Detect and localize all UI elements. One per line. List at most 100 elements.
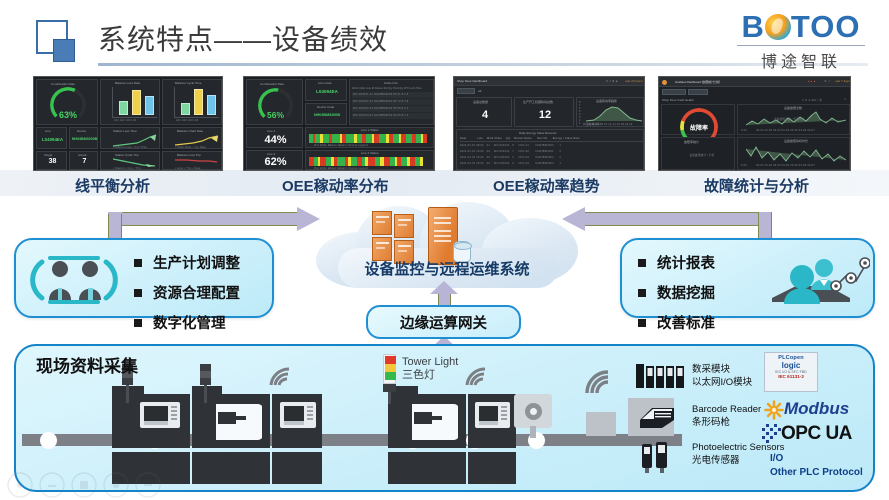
oee-status-strip bbox=[309, 157, 432, 166]
machine-spindle-icon bbox=[412, 404, 458, 440]
watermark-icons bbox=[7, 472, 161, 498]
barcode-reader-icon bbox=[640, 408, 674, 428]
tile-value: 7 bbox=[82, 158, 87, 165]
vision-camera-icon bbox=[514, 394, 552, 428]
machine-base bbox=[208, 452, 270, 484]
table-title: Daily Energy Class Records bbox=[519, 131, 557, 135]
caption-band bbox=[0, 170, 889, 196]
code-value: L04094EA bbox=[316, 89, 338, 94]
brand-logo: B TOO 博途智联 bbox=[731, 10, 871, 72]
opcua-label: OPC UA bbox=[781, 423, 852, 444]
left-label: 故障率统计 bbox=[684, 140, 700, 144]
plcopen-logo: PLCopen logic IEC I/O & SFC FBD IEC 6113… bbox=[764, 352, 818, 392]
edge-gateway-label: 边缘运算网关 bbox=[400, 315, 487, 332]
modbus-star-icon bbox=[764, 400, 784, 420]
bullet-square-icon bbox=[134, 318, 142, 327]
edge-gateway-box[interactable]: 边缘运算网关 bbox=[366, 305, 521, 339]
bullet-square-icon bbox=[638, 258, 646, 267]
dashboard-thumb-oee-trend[interactable]: Shop Floor Dashboard ⟳ ⤢ ⚙ ⬈ Last 24 hou… bbox=[453, 76, 645, 171]
hmi-screen bbox=[140, 402, 180, 428]
gauge-value-2: 56% bbox=[266, 110, 284, 121]
dashboard-caption-2: OEE稼动率分布 bbox=[282, 178, 389, 195]
page-title: 系统特点——设备绩效 bbox=[98, 24, 389, 55]
brand-chinese-name: 博途智联 bbox=[760, 54, 841, 71]
list-item: 生产计划调整 bbox=[134, 252, 240, 273]
conveyor-roller bbox=[40, 432, 57, 449]
panel-title: Shop Floor Fault Health bbox=[662, 98, 694, 102]
io-module-icon bbox=[636, 364, 684, 388]
factory-floor-panel: Tower Light 三色灯 bbox=[14, 344, 875, 492]
brand-letters-too: TOO bbox=[790, 9, 861, 44]
tower-light-icon bbox=[122, 364, 133, 403]
kpi-value: 12 bbox=[538, 109, 552, 121]
wifi-icon bbox=[269, 367, 290, 386]
kpi-value: 4 bbox=[481, 109, 489, 121]
right-callout-box[interactable]: 统计报表 数据挖掘 改善标准 bbox=[620, 238, 875, 332]
left-callout-box[interactable]: 生产计划调整 资源合理配置 数字化管理 bbox=[14, 238, 274, 332]
server-rack-icon bbox=[372, 211, 418, 265]
photoelectric-sensor-icon bbox=[642, 442, 667, 473]
oee-row-value: 44% bbox=[264, 134, 287, 146]
square-overlap-logo-icon bbox=[36, 20, 76, 64]
machine-base bbox=[404, 452, 466, 484]
kpi-label: 生产开工机器稼动总数 bbox=[523, 100, 554, 104]
opcua-pixel-icon bbox=[762, 424, 781, 443]
legend-label: 数采模块以太网I/O模块 bbox=[692, 364, 753, 388]
bullet-square-icon bbox=[134, 258, 142, 267]
bullet-square-icon bbox=[638, 288, 646, 297]
code-value: NH03BM3200B bbox=[313, 113, 341, 117]
people-chart-icon bbox=[772, 257, 870, 304]
tower-light-icon bbox=[200, 364, 211, 403]
machine-base bbox=[468, 452, 516, 484]
chart-title: 设备故障次数 bbox=[784, 106, 803, 110]
trend-title: 设备稼动率趋势 bbox=[596, 99, 618, 103]
dashboard-thumb-line-balance[interactable]: Combination Rate 63% Balance Loss Rate L… bbox=[33, 76, 223, 171]
tower-light-icon bbox=[383, 354, 396, 404]
right-callout-bullets: 统计报表 数据挖掘 改善标准 bbox=[638, 252, 715, 342]
window-title: Shop Floor Dashboard bbox=[457, 79, 488, 83]
tower-light-label: Tower Light 三色灯 bbox=[402, 356, 459, 381]
other-protocol-label: I/O Other PLC Protocol bbox=[770, 453, 863, 478]
machine-spindle-icon bbox=[216, 404, 262, 440]
bullet-square-icon bbox=[134, 288, 142, 297]
dashboard-caption-4: 故障统计与分析 bbox=[704, 178, 810, 195]
machine-base bbox=[128, 452, 190, 484]
flame-swirl-icon bbox=[765, 14, 791, 40]
cloud-system-label: 设备监控与远程运维系统 bbox=[364, 261, 530, 278]
camera-post bbox=[530, 426, 536, 438]
wifi-icon bbox=[585, 370, 609, 394]
bullet-square-icon bbox=[638, 318, 646, 327]
tile-value: NH03BM3200B bbox=[71, 137, 98, 141]
package-box bbox=[586, 412, 616, 436]
left-callout-bullets: 生产计划调整 资源合理配置 数字化管理 bbox=[134, 252, 240, 342]
gauge-value-1: 63% bbox=[58, 110, 77, 121]
two-people-cycle-icon bbox=[30, 256, 118, 304]
gauge-value-4: 故障率 bbox=[689, 126, 708, 132]
server-tower-database-icon bbox=[428, 207, 472, 269]
oee-row-value: 62% bbox=[264, 156, 287, 168]
factory-section-title: 现场资料采集 bbox=[36, 357, 138, 376]
tile-value: 38 bbox=[48, 158, 57, 165]
window-title: Grafana Dashboard 故障统计分析 bbox=[675, 79, 721, 84]
list-item: 统计报表 bbox=[638, 252, 715, 273]
hmi-screen bbox=[280, 402, 316, 428]
header-divider bbox=[98, 63, 868, 66]
dashboard-caption-1: 线平衡分析 bbox=[75, 178, 151, 195]
modbus-label: Modbus bbox=[784, 399, 850, 418]
dashboard-thumb-fault-analysis[interactable]: Grafana Dashboard 故障统计分析 ● ● ▲ ⚙ ⤢ Last … bbox=[658, 76, 851, 171]
hmi-screen bbox=[475, 402, 510, 428]
kpi-label: 设备总数量 bbox=[473, 100, 489, 104]
list-item: 数据挖掘 bbox=[638, 282, 715, 303]
list-item: 改善标准 bbox=[638, 312, 715, 333]
dashboard-caption-3: OEE稼动率趋势 bbox=[493, 178, 600, 195]
dashboard-thumb-oee-distribution[interactable]: Combination Rate 56% Line Code L04094EA … bbox=[243, 76, 435, 171]
list-item: 资源合理配置 bbox=[134, 282, 240, 303]
list-item: 数字化管理 bbox=[134, 312, 240, 333]
oee-status-strip bbox=[309, 134, 432, 143]
chart-title: 设备故障停机时长 bbox=[784, 139, 809, 143]
brand-letter-b: B bbox=[741, 9, 765, 44]
tile-value: L04094EA bbox=[42, 137, 63, 142]
